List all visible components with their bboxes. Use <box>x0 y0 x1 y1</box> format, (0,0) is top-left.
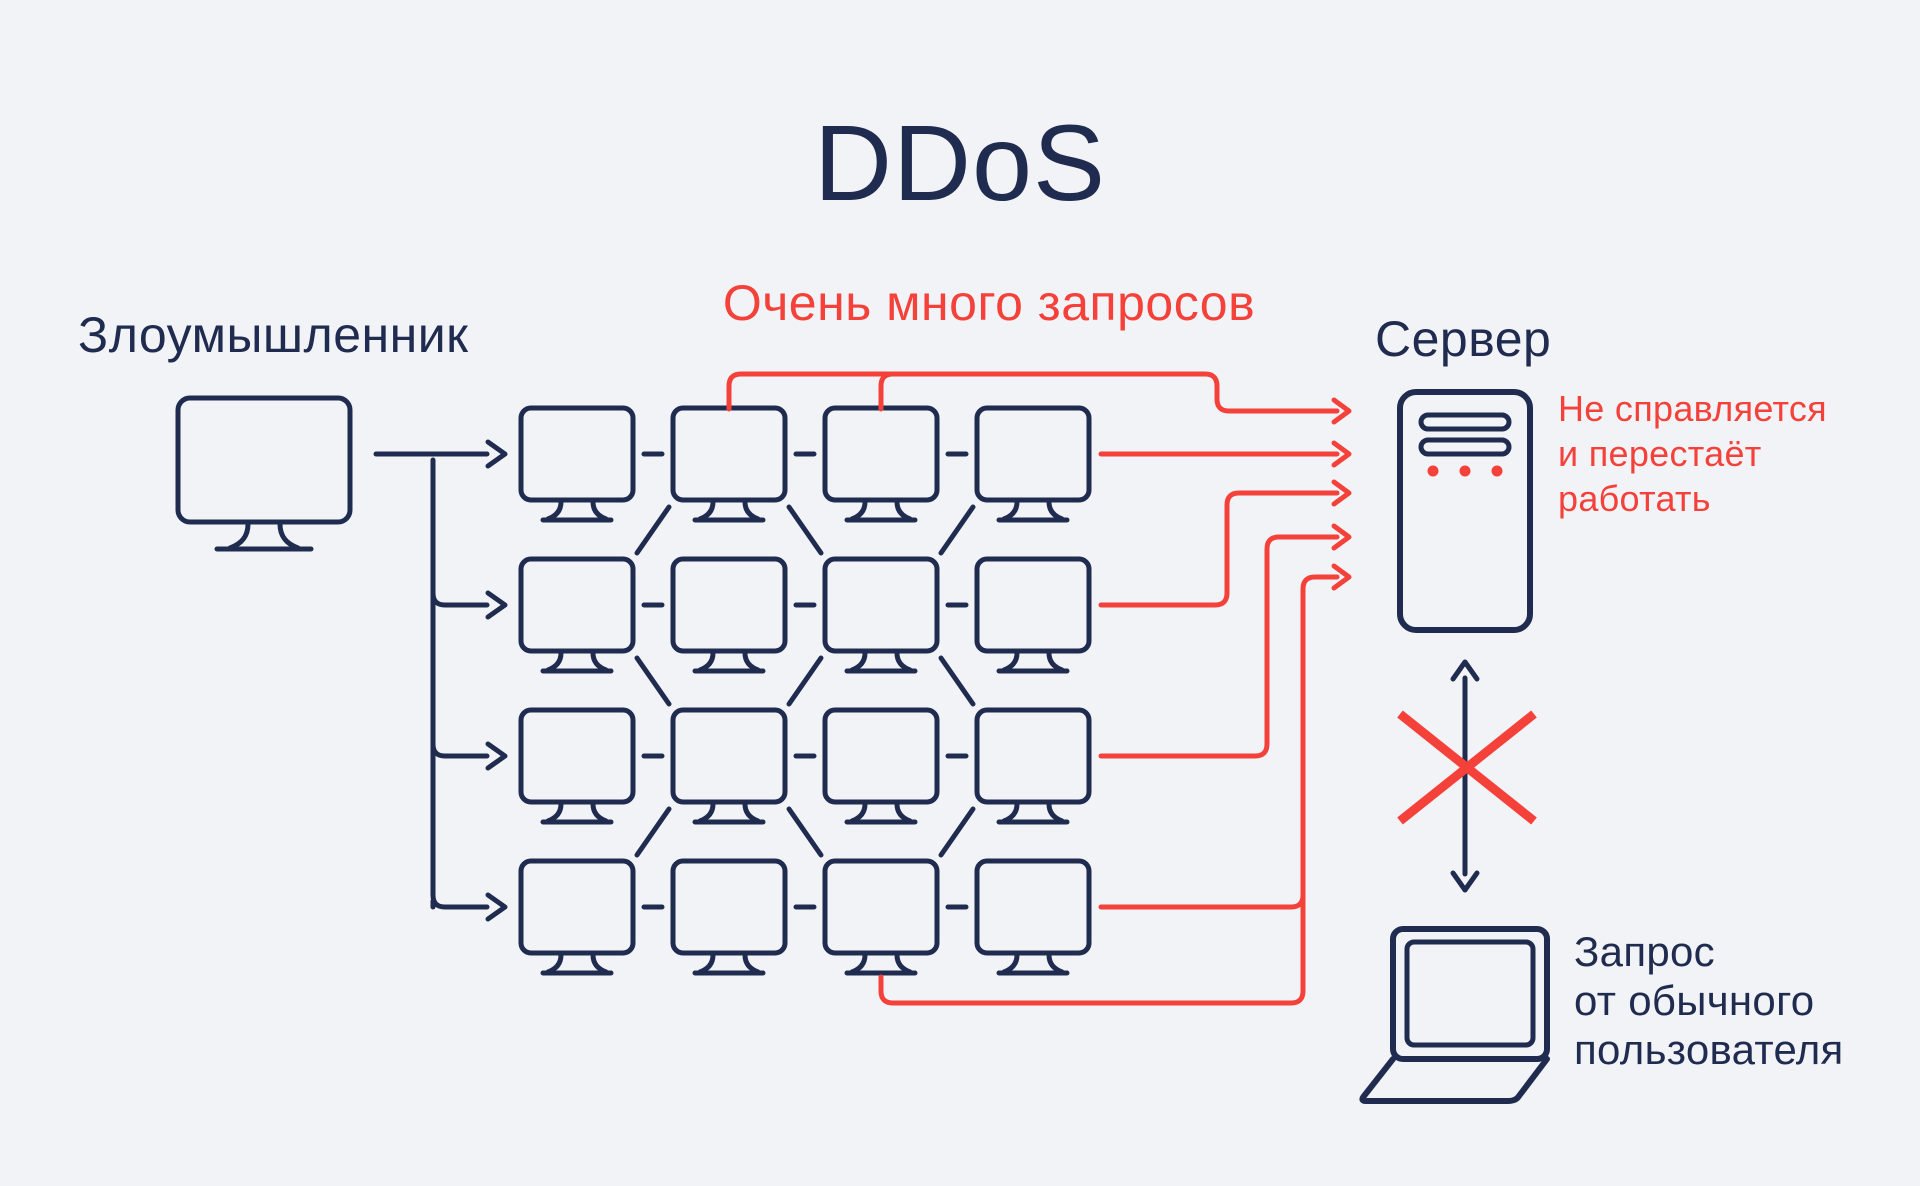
laptop-icon <box>1359 926 1550 1104</box>
diagram-title: DDoS <box>814 102 1106 223</box>
distribution-arrows <box>373 442 505 919</box>
network-diagonals <box>634 504 976 858</box>
botnet-computer-icon <box>521 710 633 822</box>
botnet-computer-icon <box>977 408 1089 520</box>
botnet-computer-icon <box>673 559 785 671</box>
botnet-computer-icon <box>977 559 1089 671</box>
user-connection <box>1397 662 1537 890</box>
server-label: Сервер <box>1375 311 1551 367</box>
user-caption: Запрос от обычного пользователя <box>1574 928 1844 1073</box>
botnet-computer-icon <box>673 861 785 973</box>
user-caption-line: от обычного <box>1574 977 1814 1024</box>
attacker-computer-icon <box>178 398 350 549</box>
server-led <box>1459 465 1471 477</box>
attacker-label: Злоумышленник <box>78 307 469 363</box>
botnet-caption: Очень много запросов <box>723 275 1255 331</box>
server-led <box>1427 465 1439 477</box>
botnet-computer-icon <box>825 710 937 822</box>
botnet-computer-icon <box>825 408 937 520</box>
botnet-computer-icon <box>673 408 785 520</box>
botnet-computer-icon <box>521 559 633 671</box>
server-overload-note: Не справляется и перестаёт работать <box>1558 388 1827 519</box>
attack-request-arrows <box>726 371 1349 1006</box>
user-caption-line: пользователя <box>1574 1026 1844 1073</box>
server-status-line: Не справляется <box>1558 388 1827 429</box>
network-dashes <box>641 451 969 910</box>
server-status-line: работать <box>1558 478 1711 519</box>
user-caption-line: Запрос <box>1574 928 1715 975</box>
blocked-x-icon <box>1397 710 1537 825</box>
botnet-grid <box>521 408 1089 973</box>
server-led <box>1491 465 1503 477</box>
server-tower-icon <box>1397 389 1533 633</box>
botnet-computer-icon <box>825 861 937 973</box>
server-status-line: и перестаёт <box>1558 433 1762 474</box>
botnet-computer-icon <box>673 710 785 822</box>
botnet-computer-icon <box>977 710 1089 822</box>
botnet-computer-icon <box>825 559 937 671</box>
botnet-computer-icon <box>521 861 633 973</box>
botnet-computer-icon <box>977 861 1089 973</box>
botnet-computer-icon <box>521 408 633 520</box>
